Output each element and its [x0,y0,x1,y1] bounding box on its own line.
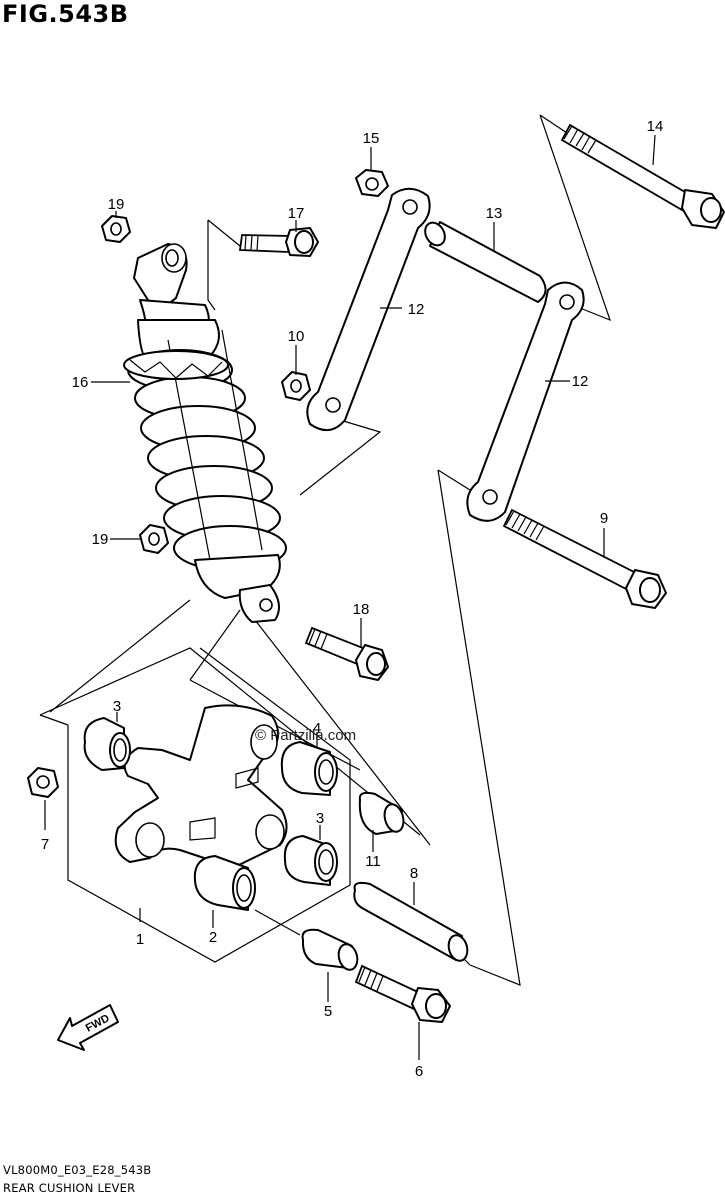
callout-12: 12 [572,373,589,390]
callout-5: 5 [324,1003,332,1020]
callout-12: 12 [408,301,425,318]
bearing-4[interactable] [280,741,338,796]
callout-16: 16 [72,374,89,391]
callout-3: 3 [316,810,324,827]
callout-11: 11 [365,853,381,870]
callout-6: 6 [415,1063,423,1080]
callout-2: 2 [209,929,217,946]
bearing-3-right[interactable] [283,835,338,886]
callout-15: 15 [363,130,380,147]
pipe-8[interactable] [353,881,470,963]
cushion-rod-link-plate[interactable] [466,281,585,522]
nut-19-top[interactable] [101,215,131,243]
leader-lines [44,134,656,1060]
nut-10[interactable] [281,371,311,401]
figure-name: REAR CUSHION LEVER [3,1181,136,1195]
watermark-text: © Partzilla.com [255,727,356,744]
figure-code: VL800M0_E03_E28_543B [3,1163,152,1177]
bearing-2[interactable] [193,855,256,911]
nut-15[interactable] [355,169,389,197]
rear-shock-absorber[interactable] [123,243,287,623]
forward-arrow-icon: FWD [57,1004,119,1051]
callout-1: 1 [136,931,144,948]
spacer-11[interactable] [358,791,407,835]
callout-9: 9 [600,510,608,527]
callout-7: 7 [41,836,49,853]
callout-18: 18 [353,601,370,618]
figure-title: FIG.543B [2,0,129,28]
pipe-13[interactable] [421,219,547,303]
bolt-18[interactable] [304,626,389,681]
callout-19: 19 [92,531,109,548]
callout-10: 10 [288,328,305,345]
nut-7[interactable] [27,767,59,798]
callout-14: 14 [647,118,664,135]
nut-19-mid[interactable] [139,524,169,554]
callout-19: 19 [108,196,125,213]
callout-4: 4 [313,720,321,737]
spacer-5[interactable] [301,928,360,972]
bolt-9[interactable] [502,508,667,609]
callout-labels: 14 15 13 19 17 12 10 16 12 9 19 18 3 4 7… [41,118,664,1080]
bolt-14[interactable] [560,123,725,229]
callout-13: 13 [486,205,503,222]
cushion-rod-link-plate[interactable] [306,187,431,431]
callout-17: 17 [288,205,305,222]
bolt-17[interactable] [238,227,319,257]
callout-3: 3 [113,698,121,715]
callout-8: 8 [410,865,418,882]
bolt-6[interactable] [354,964,451,1023]
bearing-3-left[interactable] [83,717,131,771]
